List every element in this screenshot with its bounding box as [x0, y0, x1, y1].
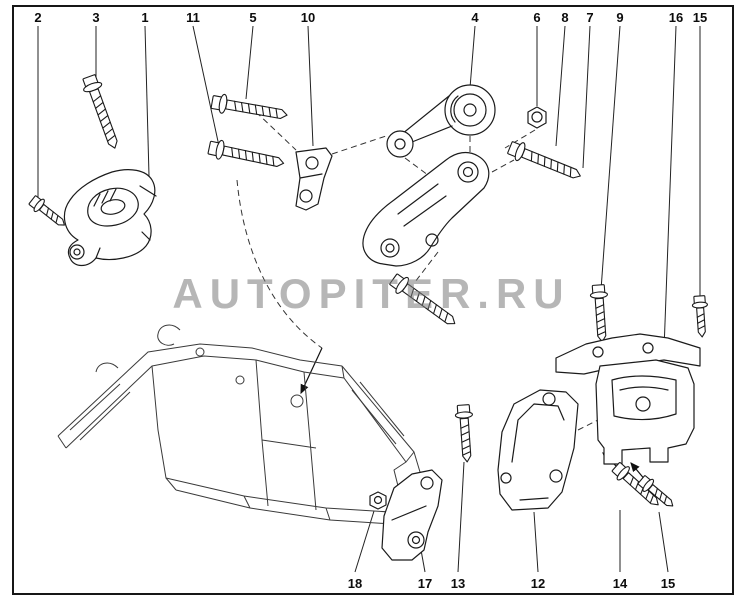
- callout-bottom-12[interactable]: 12: [530, 576, 546, 591]
- callout-top-2[interactable]: 2: [34, 10, 42, 25]
- callout-top-4[interactable]: 4: [471, 10, 479, 25]
- leader-lines: [37, 25, 701, 573]
- part-bolt-5: [209, 91, 290, 126]
- part-bolt-7-8: [505, 138, 585, 186]
- callout-bottom-17[interactable]: 17: [417, 576, 433, 591]
- callout-top-16[interactable]: 16: [668, 10, 684, 25]
- part-bolt-14: [609, 459, 665, 512]
- callout-bottom-14[interactable]: 14: [612, 576, 628, 591]
- callout-top-1[interactable]: 1: [141, 10, 149, 25]
- callout-top-5[interactable]: 5: [249, 10, 257, 25]
- callout-top-3[interactable]: 3: [92, 10, 100, 25]
- part-subframe: [57, 324, 421, 525]
- part-nut-6: [527, 106, 547, 129]
- callout-top-7[interactable]: 7: [586, 10, 594, 25]
- part-bolt-mid: [387, 270, 461, 332]
- callout-top-6[interactable]: 6: [533, 10, 541, 25]
- part-bolt-2: [26, 193, 70, 232]
- part-bolt-3: [79, 72, 125, 152]
- assembly-dashed-lines: [236, 111, 599, 431]
- callout-top-9[interactable]: 9: [616, 10, 624, 25]
- part-engine-mount-left: [63, 169, 157, 267]
- part-bolt-15-top: [691, 294, 711, 339]
- part-bracket-plate-10: [295, 147, 333, 211]
- callout-bottom-18[interactable]: 18: [347, 576, 363, 591]
- part-engine-mount-right: [555, 333, 701, 465]
- part-bracket-12: [497, 389, 579, 511]
- callout-top-11[interactable]: 11: [186, 10, 200, 25]
- callout-top-15[interactable]: 15: [692, 10, 708, 25]
- part-torque-rod-4: [386, 84, 496, 158]
- part-arm-bracket: [362, 151, 490, 267]
- part-nut-18: [369, 491, 387, 510]
- callout-bottom-13[interactable]: 13: [450, 576, 466, 591]
- callout-top-8[interactable]: 8: [561, 10, 569, 25]
- part-bolt-13: [454, 403, 477, 464]
- part-bracket-17: [381, 469, 443, 561]
- callout-top-10[interactable]: 10: [300, 10, 316, 25]
- callout-bottom-15[interactable]: 15: [660, 576, 676, 591]
- part-bolt-9: [589, 283, 612, 344]
- part-bolt-11: [206, 137, 287, 174]
